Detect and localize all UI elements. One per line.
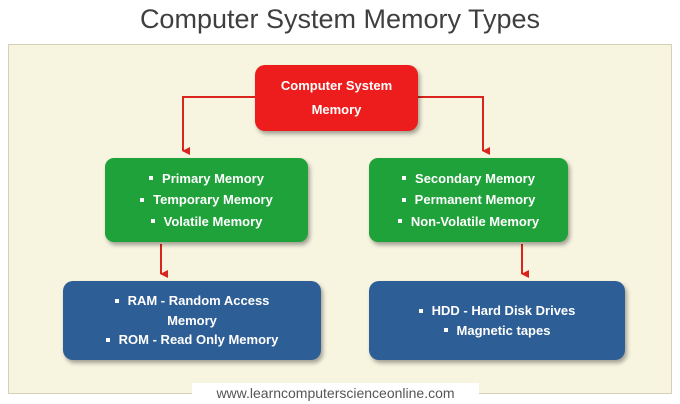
root-label-line2: Memory (311, 102, 362, 117)
rom-item: ROM - Read Only Memory (63, 330, 321, 350)
bullet-icon (402, 176, 407, 181)
secondary-examples-box: HDD - Hard Disk Drives Magnetic tapes (369, 281, 625, 360)
bullet-icon (114, 298, 119, 303)
arrow-root-to-primary (182, 96, 255, 155)
primary-item-2: Temporary Memory (105, 189, 308, 211)
primary-memory-box: Primary Memory Temporary Memory Volatile… (105, 158, 308, 242)
primary-item-1: Primary Memory (105, 168, 308, 190)
primary-item-3: Volatile Memory (105, 211, 308, 233)
hdd-item: HDD - Hard Disk Drives (369, 301, 625, 321)
magnetic-tapes-item: Magnetic tapes (369, 321, 625, 341)
bullet-icon (149, 176, 154, 181)
arrow-root-to-secondary (418, 96, 490, 155)
bullet-icon (418, 308, 423, 313)
bullet-icon (443, 328, 448, 333)
secondary-item-3: Non-Volatile Memory (369, 211, 568, 233)
bullet-icon (150, 219, 155, 224)
primary-examples-box: RAM - Random Access Memory ROM - Read On… (63, 281, 321, 360)
secondary-item-2: Permanent Memory (369, 189, 568, 211)
root-box-computer-system-memory: Computer System Memory (255, 65, 418, 131)
secondary-memory-box: Secondary Memory Permanent Memory Non-Vo… (369, 158, 568, 242)
footer-website: www.learncomputerscienceonline.com (192, 383, 479, 403)
ram-item: RAM - Random Access (63, 291, 321, 311)
secondary-item-1: Secondary Memory (369, 168, 568, 190)
ram-item-continued: Memory (167, 312, 217, 328)
root-label-line1: Computer System (280, 78, 393, 93)
bullet-icon (401, 197, 406, 202)
bullet-icon (105, 337, 110, 342)
page-title: Computer System Memory Types (139, 4, 541, 34)
bullet-icon (397, 219, 402, 224)
bullet-icon (140, 197, 145, 202)
